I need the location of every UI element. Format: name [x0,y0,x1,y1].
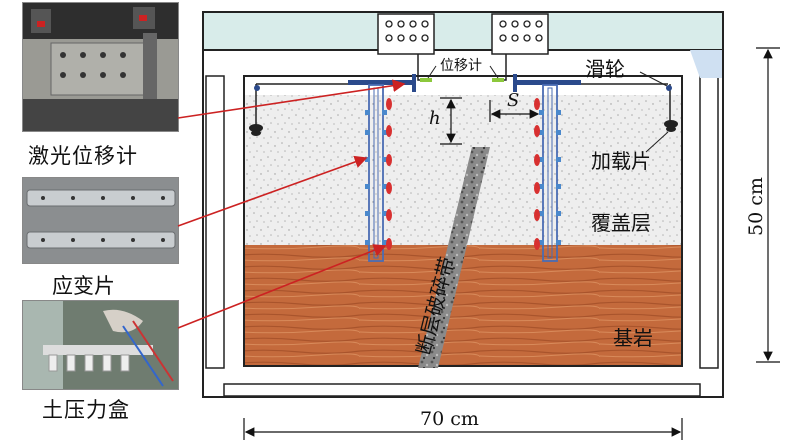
pressure-caption: 土压力盒 [42,398,130,422]
right-pressure-cells [534,98,540,250]
bedrock-layer [245,245,681,365]
strain-arrow [177,155,368,227]
right-strain-gauges [539,110,561,245]
laser-photo-art [23,3,178,131]
laser-displacement-meter-photo [22,2,179,132]
fault-zone [418,147,490,368]
left-pressure-cells [386,98,392,250]
earth-pressure-cell-photo [22,300,179,390]
left-loading-plate [249,124,263,132]
laser-caption: 激光位移计 [28,144,138,168]
displacement-meter-label: 位移计 [440,58,482,74]
width-dim-label: 70 cm [420,408,479,430]
right-column [699,75,719,369]
pulley-label: 滑轮 [585,57,625,81]
right-sensor [492,78,504,82]
pressure-arrow [177,244,387,329]
right-loading-plate [664,120,678,128]
right-plate [515,80,581,85]
right-pipe [542,84,558,262]
loading-plate-label: 加载片 [591,149,651,173]
left-pulley [254,85,260,91]
strain-caption: 应变片 [52,274,115,298]
cover-layer-label: 覆盖层 [591,211,651,235]
left-plate [348,80,414,85]
laser-arrow [177,79,406,119]
left-sensor [420,78,432,82]
left-connector [377,13,435,55]
left-pipe [368,84,384,262]
pressure-photo-art [23,301,178,389]
top-plate [202,11,724,51]
bedrock-label: 基岩 [613,326,653,350]
strain-photo-art [23,178,178,263]
height-dim-label: 50 cm [745,177,767,236]
base-plate [223,383,701,397]
container [243,75,683,367]
strain-gauge-photo [22,177,179,264]
right-connector [491,13,549,55]
h-label: h [429,108,441,129]
left-column [205,75,225,369]
s-label: S [507,90,519,111]
corner-shade [690,50,722,78]
right-pulley [666,85,672,91]
